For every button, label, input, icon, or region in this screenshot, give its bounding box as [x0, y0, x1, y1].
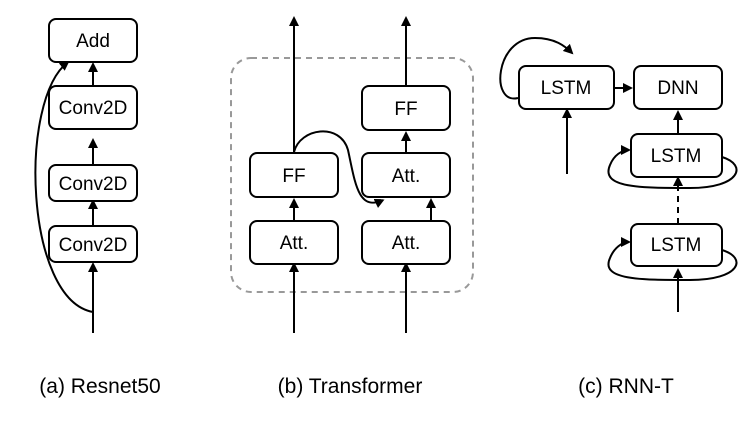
conv2d-box-top [48, 85, 138, 130]
conv2d-label-top: Conv2D [59, 98, 128, 119]
dnn-box [633, 65, 723, 110]
add-box [48, 18, 138, 63]
left-ff-box [249, 152, 339, 198]
lstm-upper-recurrent-loop [607, 145, 738, 190]
conv2d-box-bottom [48, 225, 138, 263]
left-att-box [249, 220, 339, 265]
right-att-lower-box [361, 220, 451, 265]
lstm-upper-label: LSTM [651, 146, 702, 167]
left-ff-label: FF [282, 166, 305, 187]
resnet-skip-connection [34, 60, 94, 313]
rnnt-caption: (c) RNN-T [578, 375, 674, 398]
transformer-caption: (b) Transformer [278, 375, 423, 398]
transformer-cross-connection [293, 130, 385, 208]
lstm-left-recurrent-loop [499, 36, 574, 100]
lstm-lower-recurrent-loop [607, 237, 738, 282]
right-ff-label: FF [394, 99, 417, 120]
right-att-upper-box [361, 152, 451, 198]
resnet-block: Add Conv2D Conv2D Conv2D (a) Resnet50 [34, 18, 161, 398]
right-att-lower-label: Att. [392, 233, 421, 254]
add-label: Add [76, 31, 110, 52]
right-ff-box [361, 85, 451, 131]
resnet-caption: (a) Resnet50 [39, 375, 160, 398]
lstm-left-box [518, 65, 615, 110]
right-att-upper-label: Att. [392, 166, 421, 187]
transformer-block: FF Att. FF Att. Att. (b) Transformer [230, 16, 474, 398]
lstm-upper-box [630, 133, 723, 178]
left-att-label: Att. [280, 233, 309, 254]
conv2d-label-middle: Conv2D [59, 174, 128, 195]
conv2d-label-bottom: Conv2D [59, 235, 128, 256]
rnnt-block: LSTM DNN LSTM LSTM (c) RNN-T [499, 36, 738, 398]
lstm-left-label: LSTM [541, 78, 592, 99]
transformer-dashed-frame [230, 57, 474, 293]
dnn-label: DNN [657, 78, 698, 99]
conv2d-box-middle [48, 164, 138, 202]
lstm-lower-label: LSTM [651, 235, 702, 256]
lstm-lower-box [630, 223, 723, 267]
lstm-stack-arrowhead [673, 176, 683, 186]
